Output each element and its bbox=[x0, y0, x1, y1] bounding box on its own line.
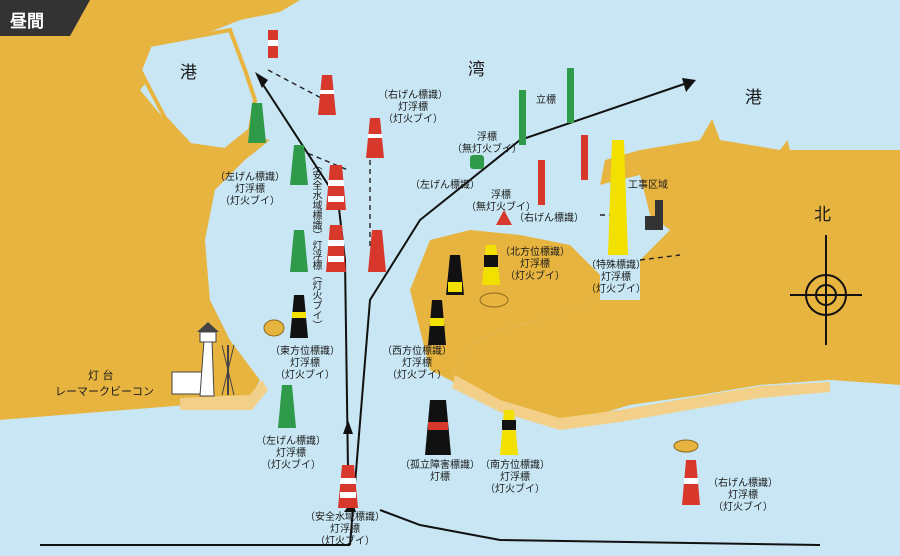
label-port-left: 港 bbox=[180, 63, 197, 83]
line: 浮標 bbox=[477, 132, 497, 143]
buoy-red-1 bbox=[268, 30, 278, 58]
label-safe-water-vertical: （安全水域標識）灯浮標（灯火ブイ） bbox=[310, 160, 321, 330]
label-standing-marker: 立標 bbox=[536, 95, 556, 106]
line: 灯浮標 bbox=[601, 272, 631, 283]
line: （右げん標識） bbox=[514, 213, 584, 224]
shore-west bbox=[180, 380, 268, 410]
buoy-safe-2 bbox=[326, 225, 346, 272]
line: （孤立障害標識） bbox=[400, 460, 480, 471]
line: （灯火ブイ） bbox=[275, 370, 335, 381]
page-title: 昼間 bbox=[10, 12, 44, 32]
label-buoy-right-unlit: （右げん標識） bbox=[514, 213, 584, 225]
line: （東方位標識） bbox=[270, 346, 340, 357]
north-compass bbox=[790, 235, 862, 345]
line: （無灯火ブイ） bbox=[466, 202, 536, 213]
buoy-south bbox=[500, 410, 518, 455]
buoy-green-1 bbox=[248, 103, 266, 143]
label-buoy-unlit-float-2: 浮標 （無灯火ブイ） bbox=[466, 190, 536, 214]
line: （灯火ブイ） bbox=[713, 502, 773, 513]
label-buoy-left-lower: （左げん標識） 灯浮標 （灯火ブイ） bbox=[256, 436, 326, 472]
daytime-badge: 昼間 bbox=[0, 0, 90, 36]
line: （灯火ブイ） bbox=[383, 114, 443, 125]
line: （灯火ブイ） bbox=[315, 536, 375, 547]
label-buoy-left-mid: （左げん標識） bbox=[410, 180, 480, 192]
label-north: 北 bbox=[814, 205, 831, 225]
line: 灯浮標 bbox=[402, 358, 432, 369]
line: 灯浮標 bbox=[500, 472, 530, 483]
label-buoy-isolated-danger: （孤立障害標識） 灯標 bbox=[400, 460, 480, 484]
buoy-safe-bottom bbox=[338, 465, 358, 508]
label-buoy-unlit-float: 浮標 （無灯火ブイ） bbox=[452, 132, 522, 156]
line: 灯浮標 bbox=[728, 490, 758, 501]
line: 浮標 bbox=[491, 190, 511, 201]
land-northwest bbox=[0, 0, 900, 420]
line: （灯火ブイ） bbox=[586, 284, 646, 295]
label-buoy-safe-bottom: （安全水域標識） 灯浮標 （灯火ブイ） bbox=[305, 512, 385, 548]
buoy-isolated-danger bbox=[425, 400, 451, 455]
buoy-green-3 bbox=[290, 230, 308, 272]
line: （灯火ブイ） bbox=[505, 271, 565, 282]
harbor-pier-right bbox=[705, 75, 795, 150]
label-construction-zone: 工事区域 bbox=[628, 180, 668, 191]
land-west bbox=[0, 0, 300, 420]
buoy-safe-1 bbox=[326, 165, 346, 210]
line: （安全水域標識） bbox=[305, 512, 385, 523]
line: 灯浮標 bbox=[235, 184, 265, 195]
construction-tower bbox=[645, 200, 663, 230]
line: 灯浮標 bbox=[276, 448, 306, 459]
buoy-green-lower bbox=[278, 385, 296, 428]
line: 灯浮標 bbox=[520, 259, 550, 270]
line: （左げん標識） bbox=[215, 172, 285, 183]
label-bay: 湾 bbox=[468, 60, 485, 80]
line: （無灯火ブイ） bbox=[452, 144, 522, 155]
unlit-float-green bbox=[470, 155, 484, 169]
lighthouse bbox=[171, 322, 235, 397]
line: 灯浮標 bbox=[398, 102, 428, 113]
label-port-right: 港 bbox=[745, 88, 762, 108]
shore-south bbox=[452, 375, 830, 430]
label-buoy-special: （特殊標識） 灯浮標 （灯火ブイ） bbox=[586, 260, 646, 296]
line: （西方位標識） bbox=[382, 346, 452, 357]
line: （右げん標識） bbox=[708, 478, 778, 489]
line: （南方位標識） bbox=[480, 460, 550, 471]
buoy-red-3 bbox=[366, 118, 384, 158]
line: （特殊標識） bbox=[586, 260, 646, 271]
line: （灯火ブイ） bbox=[261, 460, 321, 471]
unlit-float-red bbox=[496, 210, 512, 225]
line: （灯火ブイ） bbox=[485, 484, 545, 495]
line: （右げん標識） bbox=[378, 90, 448, 101]
buoy-west bbox=[428, 300, 446, 345]
buoy-north bbox=[446, 255, 464, 295]
label-buoy-south: （南方位標識） 灯浮標 （灯火ブイ） bbox=[480, 460, 550, 496]
label-buoy-north: （北方位標識） 灯浮標 （灯火ブイ） bbox=[500, 247, 570, 283]
buoy-red-4 bbox=[368, 230, 386, 272]
buoy-east bbox=[290, 295, 308, 338]
buoy-green-2 bbox=[290, 145, 308, 185]
buoy-red-lower-right bbox=[682, 460, 700, 505]
label-lighthouse: 灯 台 bbox=[88, 369, 114, 382]
buoy-special bbox=[608, 140, 628, 255]
buoy-north-2 bbox=[482, 245, 500, 285]
label-buoy-east: （東方位標識） 灯浮標 （灯火ブイ） bbox=[270, 346, 340, 382]
line: （北方位標識） bbox=[500, 247, 570, 258]
line: （灯火ブイ） bbox=[387, 370, 447, 381]
line: （左げん標識） bbox=[410, 180, 480, 191]
line: 灯標 bbox=[430, 472, 450, 483]
line: 灯浮標 bbox=[330, 524, 360, 535]
label-buoy-right-top: （右げん標識） 灯浮標 （灯火ブイ） bbox=[378, 90, 448, 126]
label-buoy-west: （西方位標識） 灯浮標 （灯火ブイ） bbox=[382, 346, 452, 382]
rocks bbox=[263, 292, 699, 453]
standing-markers bbox=[519, 68, 588, 205]
line: 灯浮標 bbox=[290, 358, 320, 369]
harbor-pier-left bbox=[137, 27, 258, 153]
label-radar-beacon: レーマークビーコン bbox=[55, 385, 154, 398]
line: （灯火ブイ） bbox=[220, 196, 280, 207]
label-buoy-left-upper: （左げん標識） 灯浮標 （灯火ブイ） bbox=[215, 172, 285, 208]
line: （左げん標識） bbox=[256, 436, 326, 447]
buoy-red-2 bbox=[318, 75, 336, 115]
label-buoy-right-lower: （右げん標識） 灯浮標 （灯火ブイ） bbox=[708, 478, 778, 514]
